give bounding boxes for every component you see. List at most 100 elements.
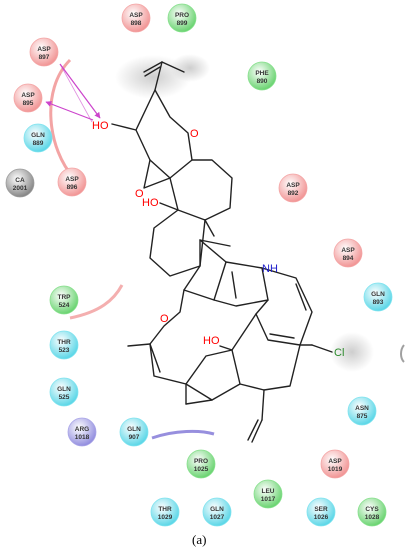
residue-disc: [121, 3, 151, 33]
bond-ho-top: [111, 123, 137, 131]
residue-name: LEU: [262, 488, 275, 495]
bond-methyl-1: [204, 219, 215, 237]
pocket-contours: [49, 58, 405, 440]
residue-disc: [23, 123, 53, 153]
residue-number: 2001: [13, 185, 28, 192]
bond-pyrrole: [213, 261, 269, 307]
residue-nodes: ASP898PRO899ASP897PHE890ASP895GLN889CA20…: [5, 3, 393, 527]
residue-name: GLN: [371, 291, 385, 298]
residue-disc: [320, 449, 350, 479]
residue-disc: [333, 238, 363, 268]
bond-cl: [311, 344, 333, 353]
residue-number: 1025: [194, 466, 209, 473]
residue-number: 894: [343, 255, 354, 262]
residue-number: 907: [129, 434, 140, 441]
atom-cl: Cl: [334, 347, 344, 359]
bond-cyclobutane-3: [185, 399, 213, 405]
bond-ring-a: [135, 89, 193, 179]
residue-name: ASP: [65, 176, 79, 183]
bond-dimethyl-1: [127, 343, 151, 347]
hbond-asp897-ho: [59, 63, 93, 123]
residue-number: 892: [288, 190, 299, 197]
residue-disc: [278, 173, 308, 203]
bond-methyl-2: [199, 239, 231, 247]
residue-name: ARG: [75, 426, 89, 433]
bond-ho-mid: [159, 202, 179, 211]
residue-number: 1026: [314, 514, 329, 521]
residue-number: 523: [59, 347, 70, 354]
atom-o-pyran: O: [190, 128, 199, 140]
residue-number: 1017: [261, 496, 276, 503]
residue-disc: [67, 417, 97, 447]
residue-name: ASP: [21, 92, 35, 99]
residue-number: 895: [23, 100, 34, 107]
residue-number: 525: [59, 394, 70, 401]
residue-disc: [357, 497, 387, 527]
solvent-exposure-halos: [115, 54, 374, 372]
residue-name: PHE: [255, 70, 269, 77]
residue-number: 898: [131, 20, 142, 27]
residue-name: TRP: [58, 294, 72, 301]
atom-nh: NH: [262, 263, 278, 275]
residue-disc: [247, 61, 277, 91]
residue-disc: [5, 168, 35, 198]
residue-disc: [49, 377, 79, 407]
residue-name: ASP: [286, 182, 300, 189]
bond-isopropenyl-ch3: [161, 61, 185, 73]
residue-number: 896: [67, 184, 78, 191]
residue-name: PRO: [194, 458, 208, 465]
bond-methylene-double-2: [251, 419, 263, 443]
residue-number: 1019: [328, 466, 343, 473]
ligand-bonds: [111, 61, 333, 443]
bond-isopropenyl-ch2: [143, 61, 163, 73]
residue-disc: [57, 167, 87, 197]
residue-disc: [306, 497, 336, 527]
bond-ring-c: [149, 209, 206, 277]
exposure-halo-chlorine: [330, 332, 374, 372]
ligand-atom-labels: HO O O HO NH O HO Cl: [92, 120, 344, 359]
hydrogen-bonds: [45, 63, 101, 123]
residue-disc: [363, 282, 393, 312]
atom-ho-top: HO: [92, 120, 109, 132]
residue-disc: [29, 37, 59, 67]
residue-name: CYS: [365, 506, 379, 513]
residue-disc: [167, 3, 197, 33]
bond-ho-low: [219, 345, 233, 351]
residue-number: 890: [257, 78, 268, 85]
figure-caption: (a): [192, 532, 206, 547]
residue-number: 889: [33, 140, 44, 147]
bond-dimethyl-2: [149, 343, 161, 373]
residue-number: 1018: [75, 434, 90, 441]
atom-ho-low: HO: [203, 335, 220, 347]
bond-ring-d: [183, 239, 227, 301]
residue-name: ASP: [341, 247, 355, 254]
hbond-asp895: [45, 101, 94, 121]
atom-ho-mid: HO: [142, 197, 159, 209]
contour-bottom: [151, 429, 215, 440]
residue-number: 875: [357, 413, 368, 420]
residue-disc: [49, 285, 79, 315]
residue-number: 1029: [158, 514, 173, 521]
bond-cyclobutane: [185, 349, 241, 401]
residue-disc: [347, 396, 377, 426]
residue-name: ASP: [129, 12, 143, 19]
residue-name: ASN: [355, 405, 369, 412]
residue-name: SER: [314, 506, 328, 513]
